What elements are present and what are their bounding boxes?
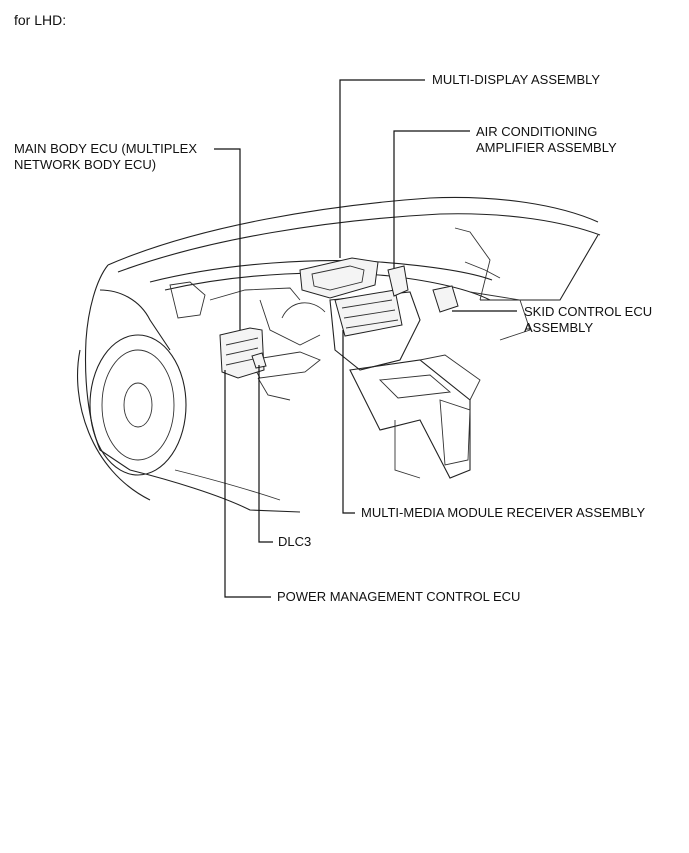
leader-multi-display xyxy=(339,79,425,258)
dlc3-part xyxy=(251,352,267,369)
label-power-mgmt: POWER MANAGEMENT CONTROL ECU xyxy=(277,589,521,604)
main-body-ecu-part xyxy=(219,327,265,379)
instrument-cluster xyxy=(259,299,321,346)
steering-column xyxy=(249,351,321,379)
leader-power-mgmt xyxy=(224,370,271,598)
label-dlc3: DLC3 xyxy=(278,534,312,549)
leader-dlc3 xyxy=(258,365,273,543)
leader-multimedia xyxy=(342,330,355,514)
ac-amplifier-part xyxy=(387,265,409,297)
side-mirror xyxy=(169,281,206,319)
label-air-con-line1: AIR CONDITIONING xyxy=(476,124,598,139)
shifter-area xyxy=(379,374,452,399)
label-main-body-line2: NETWORK BODY ECU) xyxy=(14,157,157,172)
label-multi-display: MULTI-DISPLAY ASSEMBLY xyxy=(432,72,601,87)
label-skid-line1: SKID CONTROL ECU xyxy=(524,304,653,319)
label-main-body-line1: MAIN BODY ECU (MULTIPLEX xyxy=(14,141,197,156)
center-console xyxy=(349,359,471,479)
windshield-top-edge xyxy=(107,196,599,266)
multimedia-receiver-part xyxy=(334,289,403,337)
a-pillar-right xyxy=(454,227,491,301)
rocker-panel xyxy=(129,469,301,513)
label-skid-line2: ASSEMBLY xyxy=(524,320,594,335)
leader-main-body xyxy=(214,148,241,330)
front-wheel-outer xyxy=(89,334,187,476)
front-wheel-rim xyxy=(101,349,175,461)
label-air-con-line2: AMPLIFIER ASSEMBLY xyxy=(476,140,617,155)
windshield-inner-edge xyxy=(117,213,601,273)
multi-display-part xyxy=(299,257,379,299)
glovebox xyxy=(469,291,531,341)
wheel-arch xyxy=(77,349,151,501)
leader-air-con xyxy=(393,130,470,268)
heading: for LHD: xyxy=(14,12,67,28)
skid-control-ecu-part xyxy=(432,285,459,313)
label-multimedia: MULTI-MEDIA MODULE RECEIVER ASSEMBLY xyxy=(361,505,646,520)
center-stack xyxy=(329,291,421,371)
